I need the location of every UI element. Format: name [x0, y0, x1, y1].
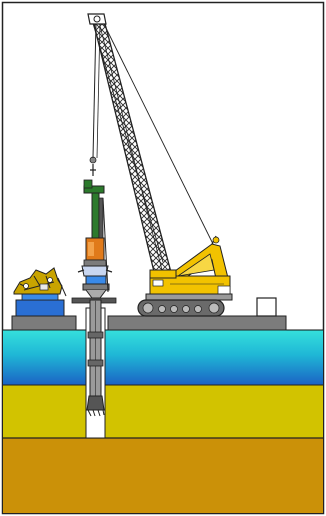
- casing-pipe: [87, 300, 104, 416]
- sand-layer: [3, 438, 323, 513]
- drill-bit: [87, 396, 104, 410]
- clay-layer: [3, 385, 323, 438]
- support-unit-base: [16, 300, 64, 316]
- cab-window: [153, 280, 163, 286]
- right-deck: [108, 316, 286, 330]
- water-layer: [3, 330, 323, 385]
- chuck: [82, 266, 108, 276]
- ground-layers: [3, 330, 323, 513]
- left-deck: [12, 316, 76, 330]
- square-marker: [257, 298, 276, 316]
